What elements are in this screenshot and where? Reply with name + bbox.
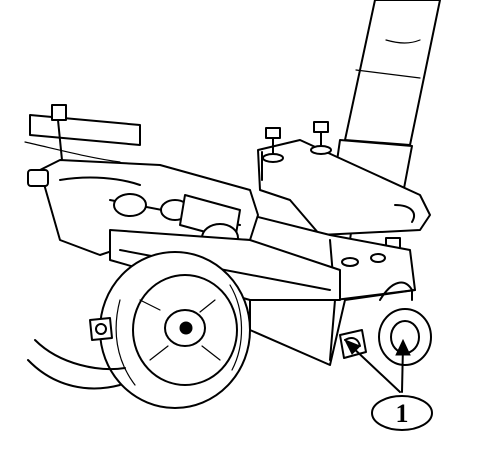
callout-label: 1 [396,399,409,428]
pump-pulley [99,251,251,409]
mount-bolt [262,127,284,163]
lower-hose [27,317,126,390]
callout-number-1: 1 [371,395,433,431]
upper-mount-plate [257,121,431,257]
linkage-assembly [39,159,259,256]
tie-rod [24,104,141,187]
pressure-port [339,281,432,366]
mount-bolt [310,121,332,155]
callout-leaders [343,338,411,393]
